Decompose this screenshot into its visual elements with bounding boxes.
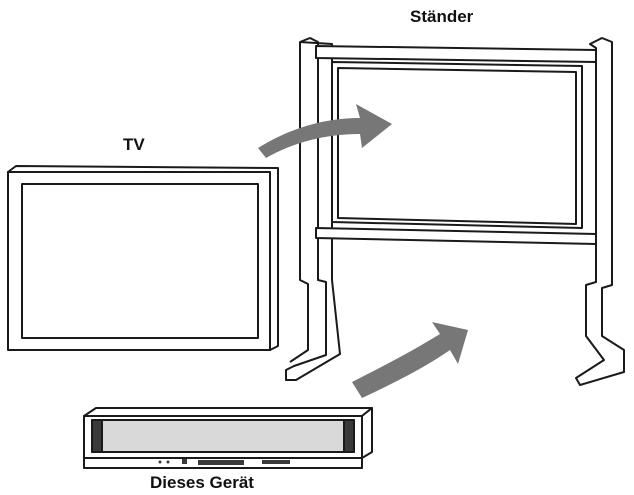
device-button (182, 459, 187, 464)
stand-inner-frame-edge (337, 67, 577, 225)
stand-inner-frame (331, 61, 583, 229)
curved-arrow-upper-icon (258, 104, 392, 158)
curved-arrow-lower-icon (352, 322, 468, 398)
tv-screen (21, 183, 259, 339)
tv-label: TV (123, 135, 145, 154)
stand-top-rail (315, 45, 597, 63)
stand-right-post (575, 37, 625, 386)
device-left-grille (91, 419, 103, 453)
device-controls (262, 460, 290, 464)
device (83, 407, 373, 469)
stand-left-post-front (289, 42, 309, 363)
device-side (361, 407, 373, 459)
device-label: Dieses Gerät (150, 473, 254, 492)
stand-label: Ständer (410, 7, 474, 26)
stand-lower-rail (315, 227, 597, 245)
device-front-panel (91, 419, 355, 453)
device-display (198, 460, 244, 465)
device-led-1 (158, 460, 162, 464)
device-led-2 (166, 460, 170, 464)
stand (285, 37, 625, 386)
device-top (83, 407, 373, 417)
tv (7, 165, 279, 351)
device-right-grille (343, 419, 355, 453)
